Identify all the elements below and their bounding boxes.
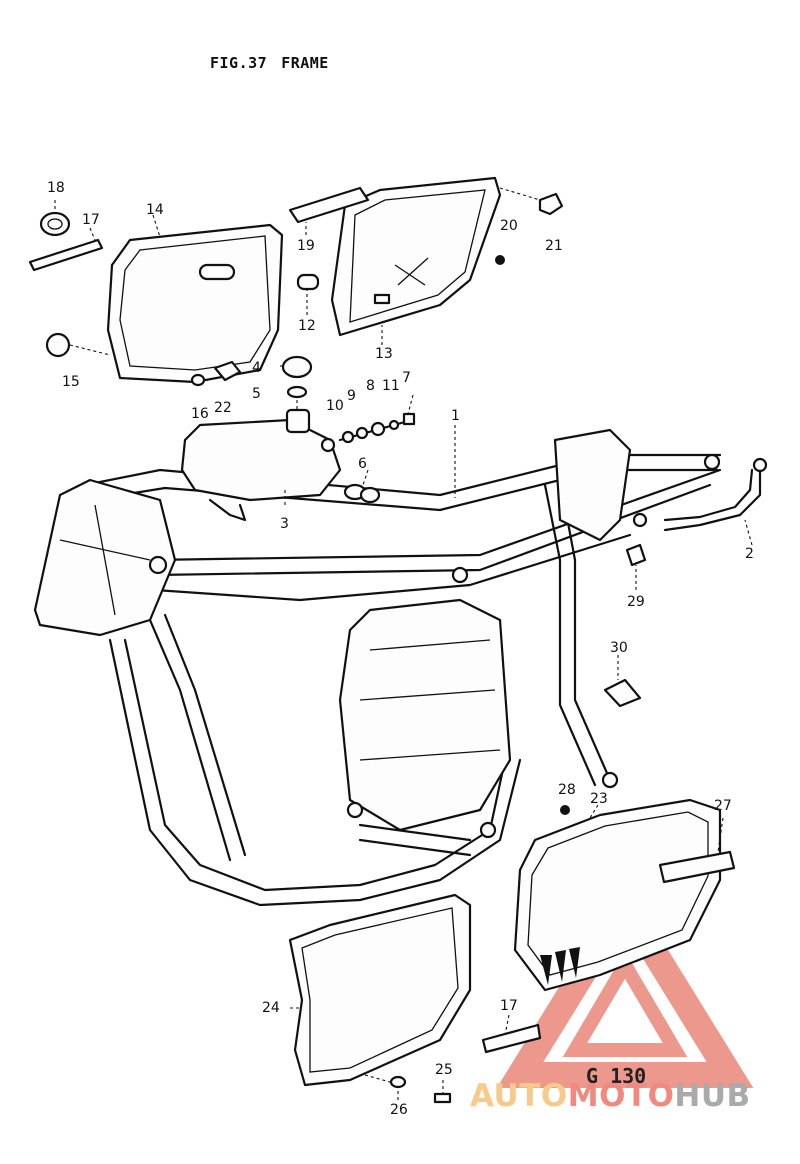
leader-lines [54, 200, 753, 1100]
stamp-code: G 130 [586, 1064, 647, 1088]
callout-c28: 28 [558, 782, 576, 798]
frame-brackets [603, 543, 647, 708]
emblem-badge [658, 850, 736, 884]
callout-c23: 23 [590, 791, 608, 807]
emblem-strip [288, 186, 370, 224]
callout-c2: 2 [745, 546, 754, 562]
tape-bottom [481, 1023, 542, 1054]
watermark-logo [496, 880, 754, 1088]
callout-c26: 26 [390, 1102, 408, 1118]
grommet-set [343, 483, 381, 504]
rear-brace [663, 457, 768, 532]
callout-c25: 25 [435, 1062, 453, 1078]
watermark-part3: HUB [674, 1078, 751, 1114]
tape-top [28, 238, 104, 272]
callout-c22: 22 [214, 400, 232, 416]
bolt-assembly [338, 412, 416, 444]
cover-grommet [296, 273, 320, 291]
main-frame [33, 428, 722, 907]
callout-c21: 21 [545, 238, 563, 254]
watermark-part1: AUTO [470, 1078, 568, 1114]
callout-c6: 6 [358, 456, 367, 472]
frame-cover-left [288, 893, 472, 1087]
side-cover-left [106, 223, 284, 384]
figure-number: FIG.37 [210, 54, 268, 72]
oil-tank-cap [281, 355, 313, 412]
callout-c15: 15 [62, 374, 80, 390]
callout-c11: 11 [382, 378, 400, 394]
callout-c30: 30 [610, 640, 628, 656]
figure-title: FIG.37 FRAME [210, 54, 343, 72]
knob-screw [45, 332, 111, 358]
callout-c10: 10 [326, 398, 344, 414]
callout-c17a: 17 [82, 212, 100, 228]
callout-c19: 19 [297, 238, 315, 254]
callout-c1: 1 [451, 408, 460, 424]
callout-c5: 5 [252, 386, 261, 402]
callout-c20: 20 [500, 218, 518, 234]
callout-c4: 4 [252, 360, 261, 376]
callout-c17b: 17 [500, 998, 518, 1014]
callout-c14: 14 [146, 202, 164, 218]
callout-c9: 9 [347, 388, 356, 404]
callout-c3: 3 [280, 516, 289, 532]
small-fasteners [190, 360, 242, 387]
callout-c27: 27 [714, 798, 732, 814]
figure-name: FRAME [281, 54, 329, 72]
cushion [39, 211, 71, 237]
cover-fasteners [389, 805, 570, 1104]
oil-tank [180, 408, 342, 522]
callout-c13: 13 [375, 346, 393, 362]
callout-c16: 16 [191, 406, 209, 422]
callout-c7: 7 [402, 370, 411, 386]
callout-c24: 24 [262, 1000, 280, 1016]
frame-cover-right [513, 798, 722, 992]
side-cover-right [330, 176, 502, 337]
callout-labels: 1234567891011121314151617171819202122232… [47, 180, 754, 1118]
callout-c18: 18 [47, 180, 65, 196]
watermark-part2: MOTO [567, 1078, 675, 1114]
callout-c12: 12 [298, 318, 316, 334]
callout-c8: 8 [366, 378, 375, 394]
watermark-text: AUTOMOTOHUB [470, 1078, 751, 1114]
cover-clips [495, 187, 564, 265]
callout-c29: 29 [627, 594, 645, 610]
